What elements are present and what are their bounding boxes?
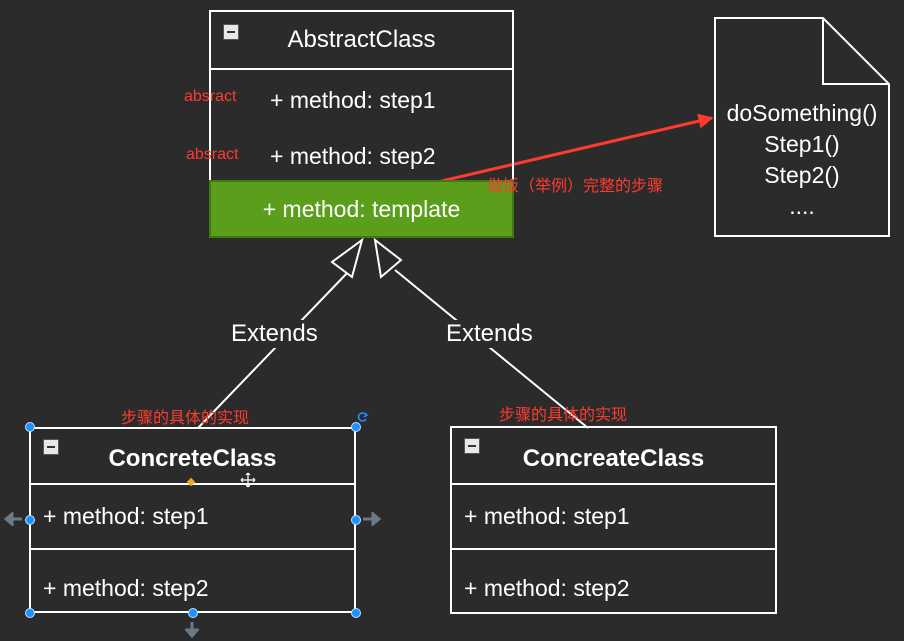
collapse-icon[interactable] — [43, 439, 59, 455]
template-annotation-text: 做饭（举例）完整的步骤 — [487, 178, 664, 195]
note-line-dosomething: doSomething() — [726, 100, 878, 126]
absract-label-step2: absract — [186, 146, 239, 163]
collapse-icon[interactable] — [464, 438, 480, 454]
absract-label-step1: absract — [184, 88, 237, 105]
extends-label-left: Extends — [227, 320, 322, 348]
abstract-class-divider — [211, 68, 512, 70]
note-line-step2: Step2() — [764, 162, 840, 188]
concrete-method-step2[interactable]: + method: step2 — [43, 575, 209, 601]
resize-handle-top-left[interactable] — [25, 422, 35, 432]
abstract-method-step2[interactable]: + method: step2 — [270, 143, 436, 169]
concrete-class-title: ConcreteClass — [108, 445, 277, 472]
rotate-handle-icon[interactable] — [357, 411, 369, 423]
impl-label-left: 步骤的具体的实现 — [121, 410, 250, 427]
resize-handle-mid-left[interactable] — [25, 515, 35, 525]
concreate-class-divider-1 — [452, 483, 775, 485]
concrete-class-divider-2 — [31, 548, 354, 550]
resize-handle-bottom-mid[interactable] — [188, 608, 198, 618]
connect-arrow-right-icon[interactable] — [361, 512, 381, 526]
resize-handle-bottom-right[interactable] — [351, 608, 361, 618]
resize-handle-top-right[interactable] — [351, 422, 361, 432]
concreate-method-step1[interactable]: + method: step1 — [464, 503, 630, 529]
inheritance-line-right[interactable] — [394, 269, 589, 429]
template-method-row[interactable]: + method: template — [209, 180, 514, 238]
collapse-icon[interactable] — [223, 24, 239, 40]
note-shape[interactable] — [713, 16, 891, 238]
abstract-class-box[interactable]: AbstractClass + method: step1 + method: … — [209, 10, 514, 238]
extends-label-right: Extends — [442, 320, 537, 348]
connect-arrow-down-icon[interactable] — [185, 620, 199, 638]
note-line-step1: Step1() — [764, 131, 840, 157]
move-cursor-icon — [240, 472, 256, 488]
template-method-label: + method: template — [262, 196, 461, 222]
concrete-method-step1[interactable]: + method: step1 — [43, 503, 209, 529]
resize-handle-mid-right[interactable] — [351, 515, 361, 525]
note-line-ellipsis: .... — [789, 193, 815, 219]
note-text: doSomething() Step1() Step2() .... — [713, 98, 891, 222]
concreate-class-title: ConcreateClass — [522, 445, 705, 472]
abstract-class-title: AbstractClass — [287, 26, 436, 53]
inheritance-arrowhead-right — [373, 237, 403, 279]
inheritance-arrowhead-left — [330, 237, 364, 279]
abstract-method-step1[interactable]: + method: step1 — [270, 87, 436, 113]
inheritance-line-left[interactable] — [197, 269, 351, 429]
concreate-class-divider-2 — [452, 548, 775, 550]
connect-arrow-left-icon[interactable] — [4, 512, 24, 526]
impl-label-right: 步骤的具体的实现 — [499, 407, 628, 424]
concreate-method-step2[interactable]: + method: step2 — [464, 575, 630, 601]
concrete-class-box[interactable]: ConcreteClass + method: step1 + method: … — [29, 427, 356, 613]
concreate-class-box[interactable]: ConcreateClass + method: step1 + method:… — [450, 426, 777, 614]
resize-handle-bottom-left[interactable] — [25, 608, 35, 618]
